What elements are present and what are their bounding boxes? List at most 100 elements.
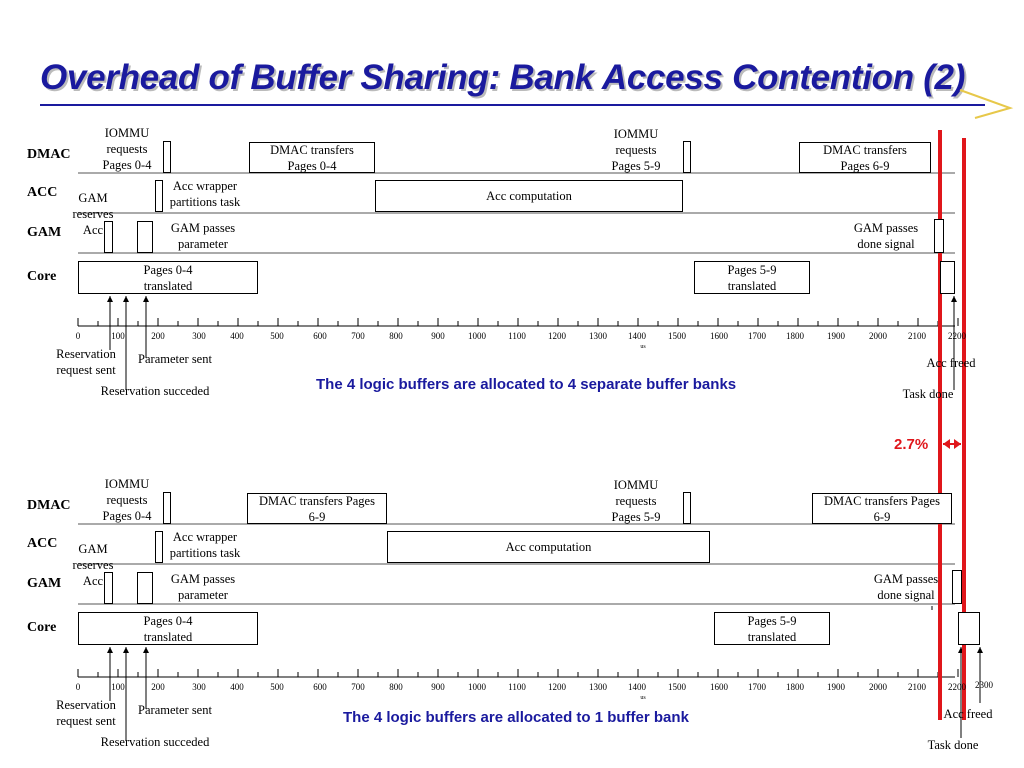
task-done-arrow-head [951,296,957,302]
axis-tick-label: 1600 [710,331,728,341]
row-label-core: Core [27,620,57,635]
gam-param-bar-label [138,222,152,252]
acc-computation-box: Acc computation [387,531,710,563]
axis-tick-label: 0 [75,682,81,692]
axis-tick-label: 1200 [548,682,566,692]
axis-tick-label: 100 [111,682,125,692]
task-done-label: Task done [902,387,954,401]
iommu-request-1-bar-label [164,493,170,523]
axis-tick-label: 600 [313,331,327,341]
axis-tick-label: 300 [192,331,206,341]
acc-freed-label: Acc freed [943,707,993,721]
axis-tick-label: 800 [389,682,403,692]
iommu-request-1-bar [163,492,171,524]
gam-reserve-bar-label [105,573,112,603]
axis-tick-label: 1400 [628,682,646,692]
gam-done-bar-label [935,220,943,252]
gam-param-bar [137,221,153,253]
core-final-box [940,261,955,294]
axis-tick-label: 600 [313,682,327,692]
axis-tick-label: 700 [351,682,365,692]
parameter-sent-arrow-head [143,647,149,653]
task-done-label: Task done [927,738,979,752]
axis-tick-label: 1300 [589,682,607,692]
acc-freed-arrow-head [977,647,983,653]
row-label-acc: ACC [27,536,58,551]
axis-tick-label: 1300 [589,331,607,341]
acc-computation-box-label: Acc computation [505,540,592,554]
axis-tick-label: 400 [230,331,244,341]
reservation-succeded-arrow-head [123,647,129,653]
axis-tick-label: 400 [230,682,244,692]
reservation-succeded-label: Reservation succeded [100,384,210,398]
axis-tick-label: 2000 [869,331,887,341]
reservation-succeded-label: Reservation succeded [100,735,210,749]
axis-tick-label: 900 [431,682,445,692]
row-label-gam: GAM [27,225,62,240]
axis-tick-label: 1100 [508,682,526,692]
axis-tick-label: 500 [270,331,284,341]
core-final-box [958,612,980,645]
axis-tick-label: 900 [431,331,445,341]
axis-tick-label: 2200 [948,682,966,692]
axis-tick-label: 1800 [786,682,804,692]
axis-tick-label: 1500 [668,682,686,692]
gam-done-bar [934,219,944,253]
row-label-dmac: DMAC [27,147,71,162]
axis-tick-label: 100 [111,331,125,341]
acc-wrapper-bar [155,531,163,563]
axis-tick-label: 1100 [508,331,526,341]
core-final-box-label [941,262,954,293]
gam-done-bar-label [953,571,961,603]
core-final-box-label [959,613,979,644]
parameter-sent-label: Parameter sent [138,352,212,366]
axis-tick-label: 2100 [908,682,926,692]
reservation-request-arrow-head [107,647,113,653]
axis-tick-label: 1900 [827,682,845,692]
caption-top: The 4 logic buffers are allocated to 4 s… [316,376,737,393]
axis-tick-label: 200 [151,331,165,341]
axis-tick-label: 1700 [748,331,766,341]
axis-tick-label: 1700 [748,682,766,692]
parameter-sent-label: Parameter sent [138,703,212,717]
axis-unit-label: us [640,695,646,701]
overhead-arrow-right-head [954,439,961,449]
iommu-request-2-bar-label [684,142,690,172]
row-label-gam: GAM [27,576,62,591]
gam-done-bar [952,570,962,604]
overhead-percentage: 2.7% [894,436,929,453]
axis-tick-label: 200 [151,682,165,692]
axis-tick-label: 700 [351,331,365,341]
axis-tick-label: 1500 [668,331,686,341]
reservation-request-arrow-head [107,296,113,302]
axis-tick-label: 1800 [786,331,804,341]
axis-end-label: 2300 [975,680,993,690]
axis-tick-label: 1200 [548,331,566,341]
acc-wrapper-bar-label [156,532,162,562]
